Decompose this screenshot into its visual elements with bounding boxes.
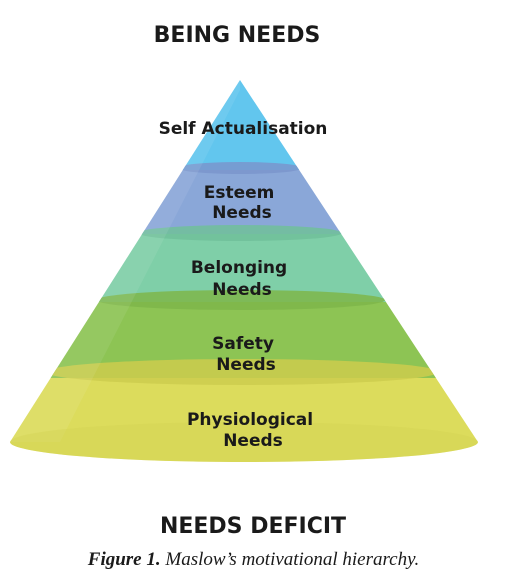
label-belonging-needs: Belonging Needs bbox=[191, 258, 293, 300]
figure-caption: Figure 1. Maslow’s motivational hierarch… bbox=[0, 549, 507, 571]
label-safety-needs: Safety Needs bbox=[212, 334, 280, 375]
bottom-title: NEEDS DEFICIT bbox=[160, 514, 346, 539]
label-esteem-needs: Esteem Needs bbox=[204, 183, 281, 223]
separator-belonging-top bbox=[138, 225, 342, 241]
separator-esteem-top bbox=[178, 162, 302, 174]
label-self-actualisation: Self Actualisation bbox=[159, 119, 328, 139]
top-title: BEING NEEDS bbox=[154, 23, 321, 48]
band-physiological bbox=[10, 370, 478, 462]
figure-caption-label: Figure 1. bbox=[87, 549, 161, 570]
figure-caption-text: Maslow’s motivational hierarchy. bbox=[165, 549, 420, 570]
label-physiological-needs: Physiological Needs bbox=[187, 410, 319, 451]
separator-safety-top bbox=[97, 290, 385, 310]
left-highlight bbox=[10, 80, 240, 442]
base-ellipse bbox=[10, 422, 478, 462]
separator-physiological-top bbox=[46, 359, 438, 385]
